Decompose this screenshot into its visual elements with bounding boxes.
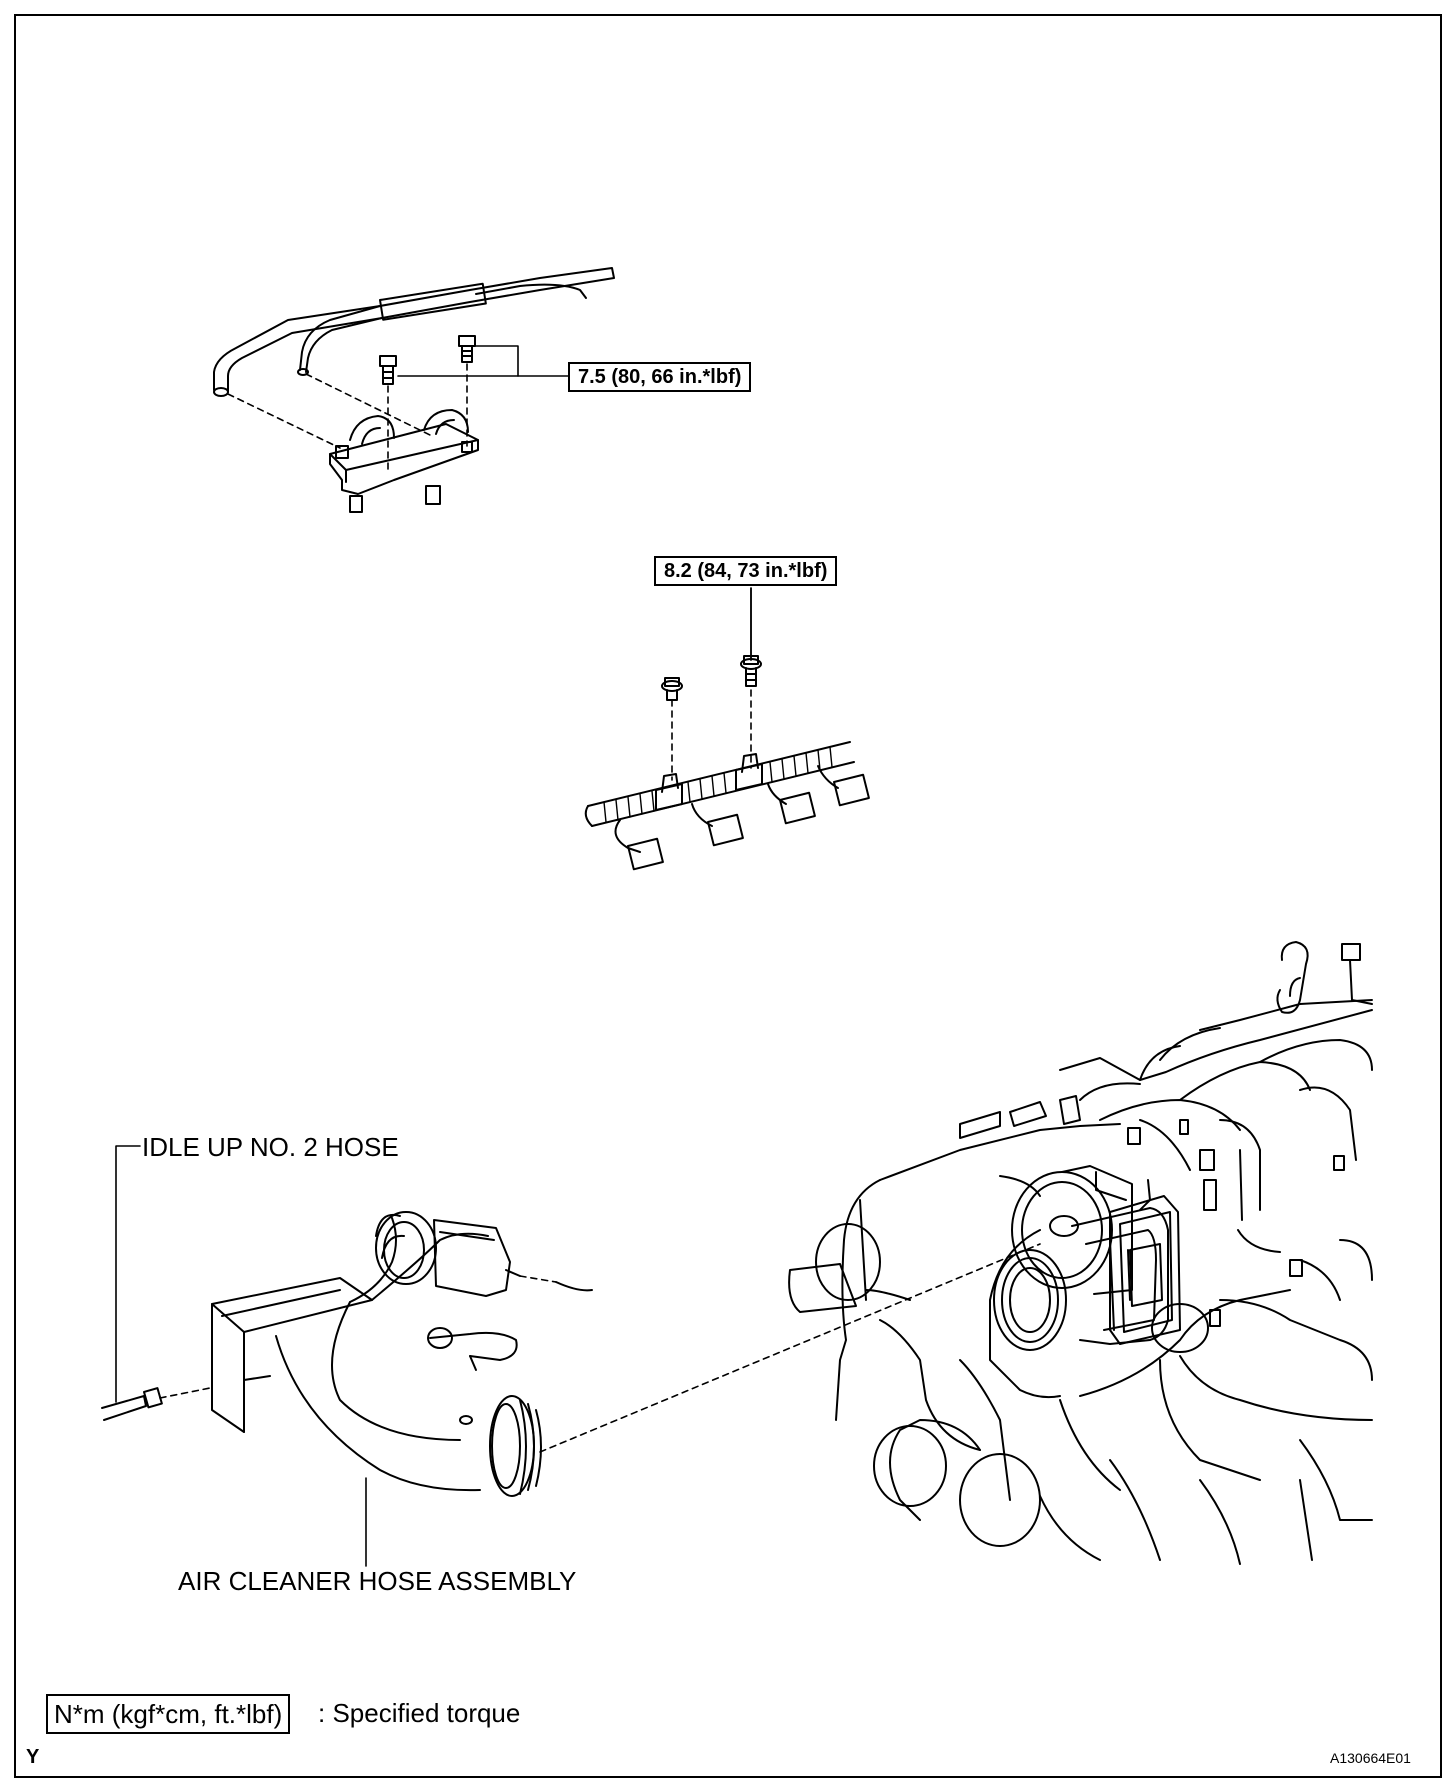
hose-bracket <box>329 409 479 513</box>
torque-spec-middle: 8.2 (84, 73 in.*lbf) <box>654 556 838 586</box>
leader-lines-top <box>227 345 569 471</box>
bolt-top-right <box>458 335 476 363</box>
leader-lines-middle <box>671 587 752 781</box>
figure-frame <box>14 14 1442 1778</box>
bolt-middle-left <box>661 677 683 701</box>
figure-id: A130664E01 <box>1330 1750 1411 1766</box>
throttle-body <box>1011 1165 1181 1345</box>
wire-harness <box>584 741 870 871</box>
torque-unit-legend: N*m (kgf*cm, ft.*lbf) <box>46 1694 291 1734</box>
torque-spec-top: 7.5 (80, 66 in.*lbf) <box>568 362 752 392</box>
idle-up-hose <box>101 1145 211 1421</box>
intake-manifold <box>788 941 1373 1565</box>
air-cleaner-hose-assembly <box>211 1211 1041 1567</box>
legend-description: : Specified torque <box>318 1698 521 1728</box>
bolt-top-left <box>379 355 397 385</box>
air-cleaner-hose-label: AIR CLEANER HOSE ASSEMBLY <box>178 1566 577 1596</box>
idle-up-hose-label: IDLE UP NO. 2 HOSE <box>142 1132 399 1162</box>
footer-mark: Y <box>26 1746 40 1768</box>
vacuum-hose-assembly <box>213 267 615 397</box>
